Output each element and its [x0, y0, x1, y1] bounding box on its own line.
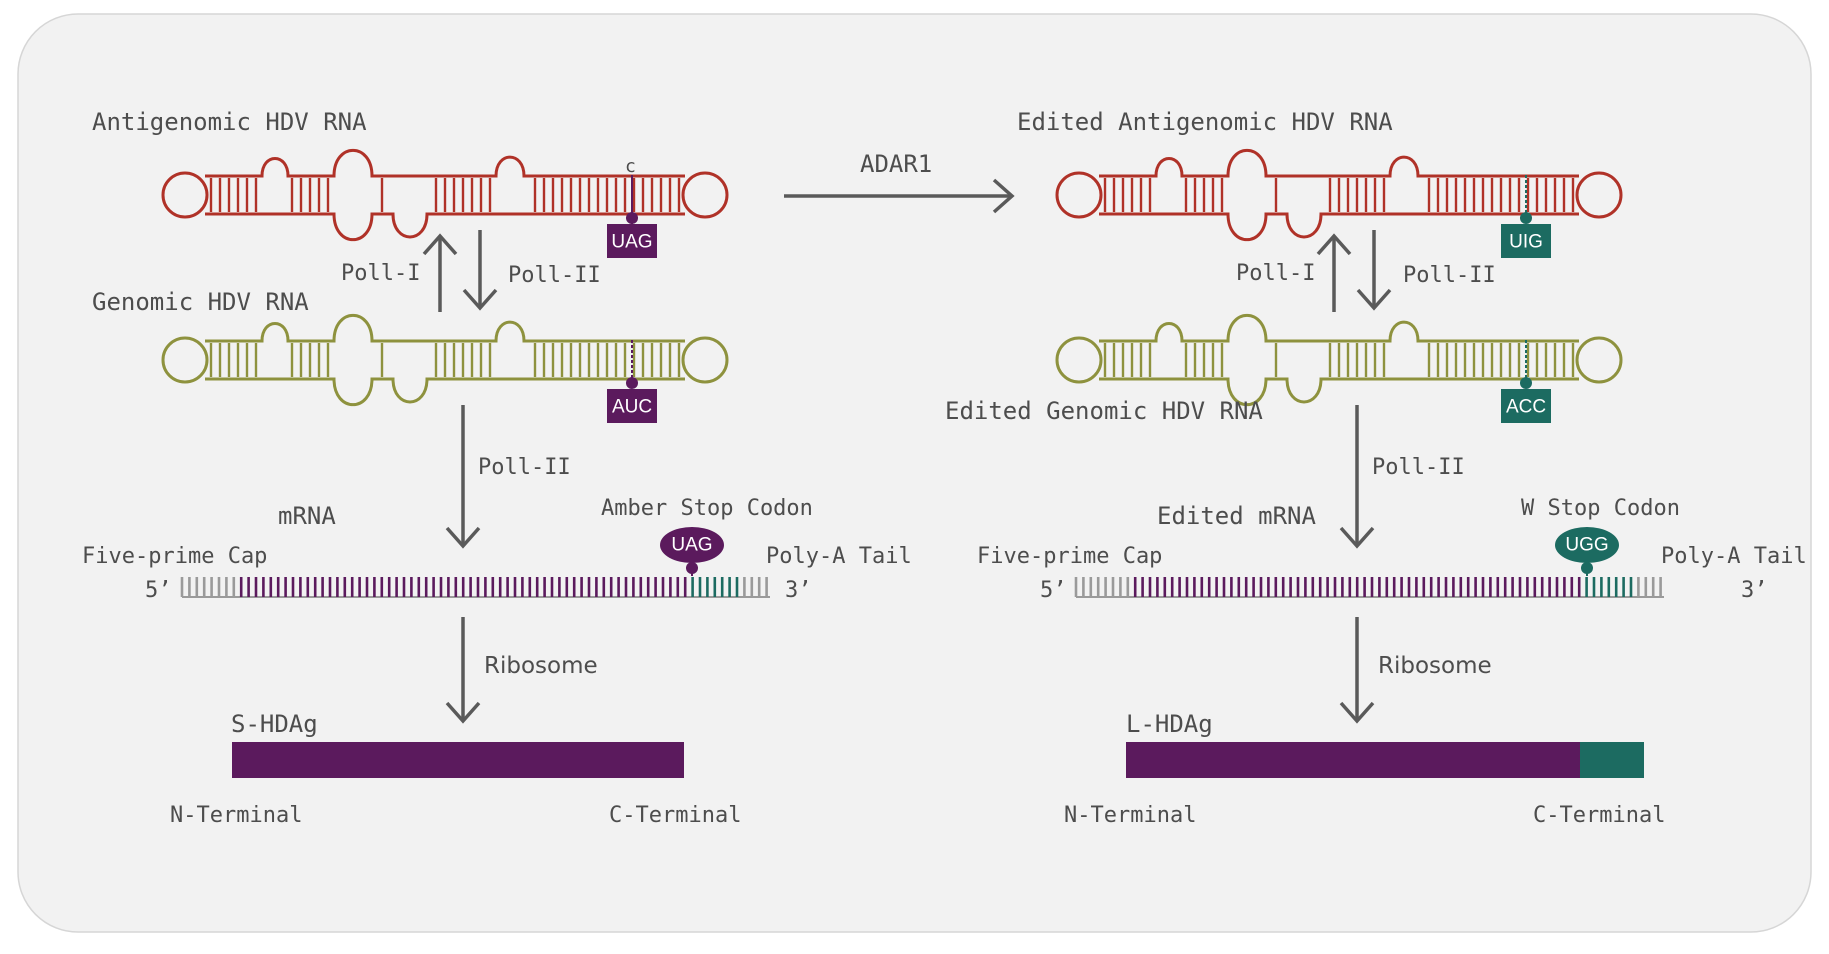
hairpin-top-strand [1099, 149, 1579, 178]
right-c-terminal: C-Terminal [1533, 803, 1665, 828]
left-antigenomic-title: Antigenomic HDV RNA [92, 108, 367, 136]
right-pol-arrows [1316, 230, 1392, 312]
adar1-arrow [784, 178, 1015, 214]
left-ribosome-label: Ribosome [484, 653, 598, 679]
right-cap-label: Five-prime Cap [977, 544, 1162, 569]
right-stop-codon: UGG [1565, 535, 1608, 556]
left-genomic-title: Genomic HDV RNA [92, 288, 309, 316]
hairpin-left-loop [1055, 336, 1103, 384]
left-stop-codon: UAG [671, 535, 712, 556]
right-tail-label: Poly-A Tail [1661, 544, 1807, 569]
right-n-terminal: N-Terminal [1064, 803, 1196, 828]
right-ribosome-arrow [1339, 617, 1375, 724]
hairpin-top-strand [205, 314, 685, 343]
hairpin-left-loop [161, 336, 209, 384]
right-three-prime: 3’ [1741, 578, 1768, 603]
enzyme-label: ADAR1 [860, 150, 932, 178]
right-genomic-title: Edited Genomic HDV RNA [945, 397, 1263, 425]
right-protein-label: L-HDAg [1126, 710, 1213, 738]
right-protein-bar-main [1126, 742, 1580, 778]
left-pol-mrna-label: Poll-II [478, 455, 571, 480]
right-antigenomic-title: Edited Antigenomic HDV RNA [1017, 108, 1393, 136]
right-pol-mrna-label: Poll-II [1372, 455, 1465, 480]
left-mrna-strand [180, 577, 770, 598]
hairpin-bottom-strand [1099, 377, 1579, 406]
right-five-prime: 5’ [1040, 578, 1067, 603]
left-genomic-codon: AUC [612, 397, 652, 418]
left-pol-down-label: Poll-II [508, 263, 601, 288]
left-c-terminal: C-Terminal [609, 803, 741, 828]
right-antigenomic-hairpin [1055, 149, 1623, 241]
left-ribosome-arrow [445, 617, 481, 724]
background-panel [17, 13, 1812, 933]
right-mrna-title: Edited mRNA [1157, 502, 1316, 530]
hairpin-right-loop [1575, 336, 1623, 384]
right-pol-down-label: Poll-II [1403, 263, 1496, 288]
left-protein-bar [232, 742, 684, 778]
hairpin-top-strand [1099, 314, 1579, 343]
left-protein-label: S-HDAg [231, 710, 318, 738]
hairpin-bottom-strand [205, 212, 685, 241]
left-antigenomic-codon-badge: UAG [607, 175, 657, 258]
right-protein-bar-extension [1580, 742, 1644, 778]
hairpin-right-loop [681, 171, 729, 219]
right-genomic-hairpin [1055, 314, 1623, 406]
left-n-terminal: N-Terminal [170, 803, 302, 828]
right-antigenomic-codon-badge: UIG [1501, 175, 1551, 258]
left-genomic-hairpin [161, 314, 729, 406]
hairpin-top-strand [205, 149, 685, 178]
hairpin-left-loop [161, 171, 209, 219]
left-genomic-codon-badge: AUC [607, 340, 657, 423]
left-three-prime: 3’ [785, 578, 812, 603]
right-genomic-codon-badge: ACC [1501, 340, 1551, 423]
hairpin-bottom-strand [205, 377, 685, 406]
right-stop-codon-badge: UGG [1555, 527, 1619, 576]
left-pol-mrna-arrow [445, 405, 481, 549]
right-antigenomic-codon: UIG [1509, 232, 1543, 253]
right-mrna-strand [1074, 577, 1664, 598]
right-genomic-codon: ACC [1506, 397, 1546, 418]
right-ribosome-label: Ribosome [1378, 653, 1492, 679]
left-pol-arrows [422, 230, 498, 312]
right-pol-mrna-arrow [1339, 405, 1375, 549]
left-pol-up-label: Poll-I [341, 261, 420, 286]
hairpin-bottom-strand [1099, 212, 1579, 241]
right-pol-up-label: Poll-I [1236, 261, 1315, 286]
hairpin-left-loop [1055, 171, 1103, 219]
left-tail-label: Poly-A Tail [766, 544, 912, 569]
right-stop-title: W Stop Codon [1521, 496, 1680, 521]
left-five-prime: 5’ [145, 578, 172, 603]
left-stop-codon-badge: UAG [660, 527, 724, 576]
left-antigenomic-mark: c [625, 156, 636, 177]
hairpin-right-loop [1575, 171, 1623, 219]
left-antigenomic-hairpin [161, 149, 729, 241]
hairpin-right-loop [681, 336, 729, 384]
left-antigenomic-codon: UAG [611, 232, 652, 253]
left-stop-title: Amber Stop Codon [601, 496, 813, 521]
left-mrna-title: mRNA [278, 502, 336, 530]
left-cap-label: Five-prime Cap [82, 544, 267, 569]
